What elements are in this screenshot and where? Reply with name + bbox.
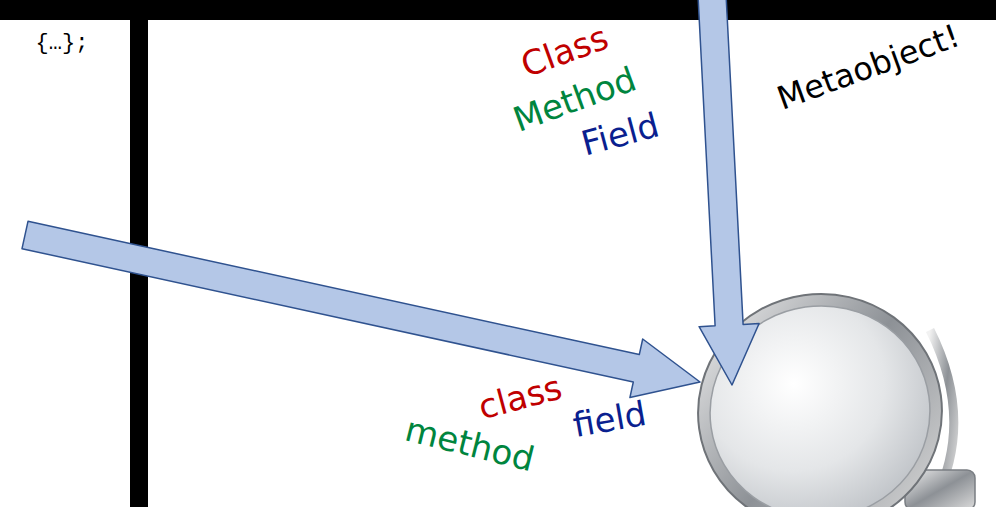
- reflection-arrows: [22, 0, 759, 398]
- arrow: [22, 221, 700, 397]
- top-bar: [0, 0, 996, 20]
- metaobject-word: Field: [577, 107, 662, 163]
- callout-word: Metaobject!: [772, 19, 963, 117]
- entity-word: method: [402, 411, 538, 479]
- arrow: [698, 0, 759, 385]
- code-snippet: {…};: [36, 32, 89, 56]
- entity-word: field: [571, 395, 650, 445]
- entity-word: class: [474, 369, 565, 427]
